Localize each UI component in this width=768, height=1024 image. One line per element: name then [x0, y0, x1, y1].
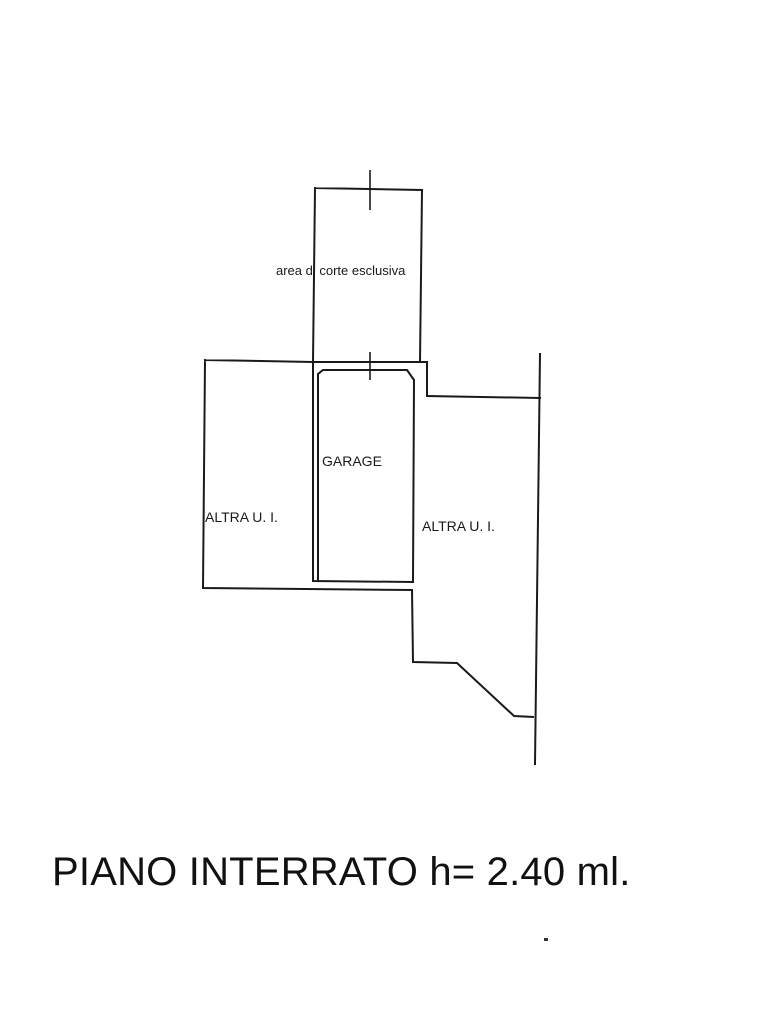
courtyard-label: area di corte esclusiva	[276, 263, 406, 278]
right-boundary-wall	[533, 352, 542, 766]
right-unit-outline	[410, 394, 542, 719]
plan-title: PIANO INTERRATO h= 2.40 ml.	[52, 850, 631, 894]
garage-outline	[312, 361, 428, 584]
garage-label: GARAGE	[322, 453, 382, 469]
right-unit-label: ALTRA U. I.	[422, 518, 495, 534]
courtyard-outline	[311, 186, 424, 364]
left-unit-outline	[201, 358, 414, 592]
left-unit-label: ALTRA U. I.	[205, 509, 278, 525]
scan-dot	[544, 938, 548, 941]
